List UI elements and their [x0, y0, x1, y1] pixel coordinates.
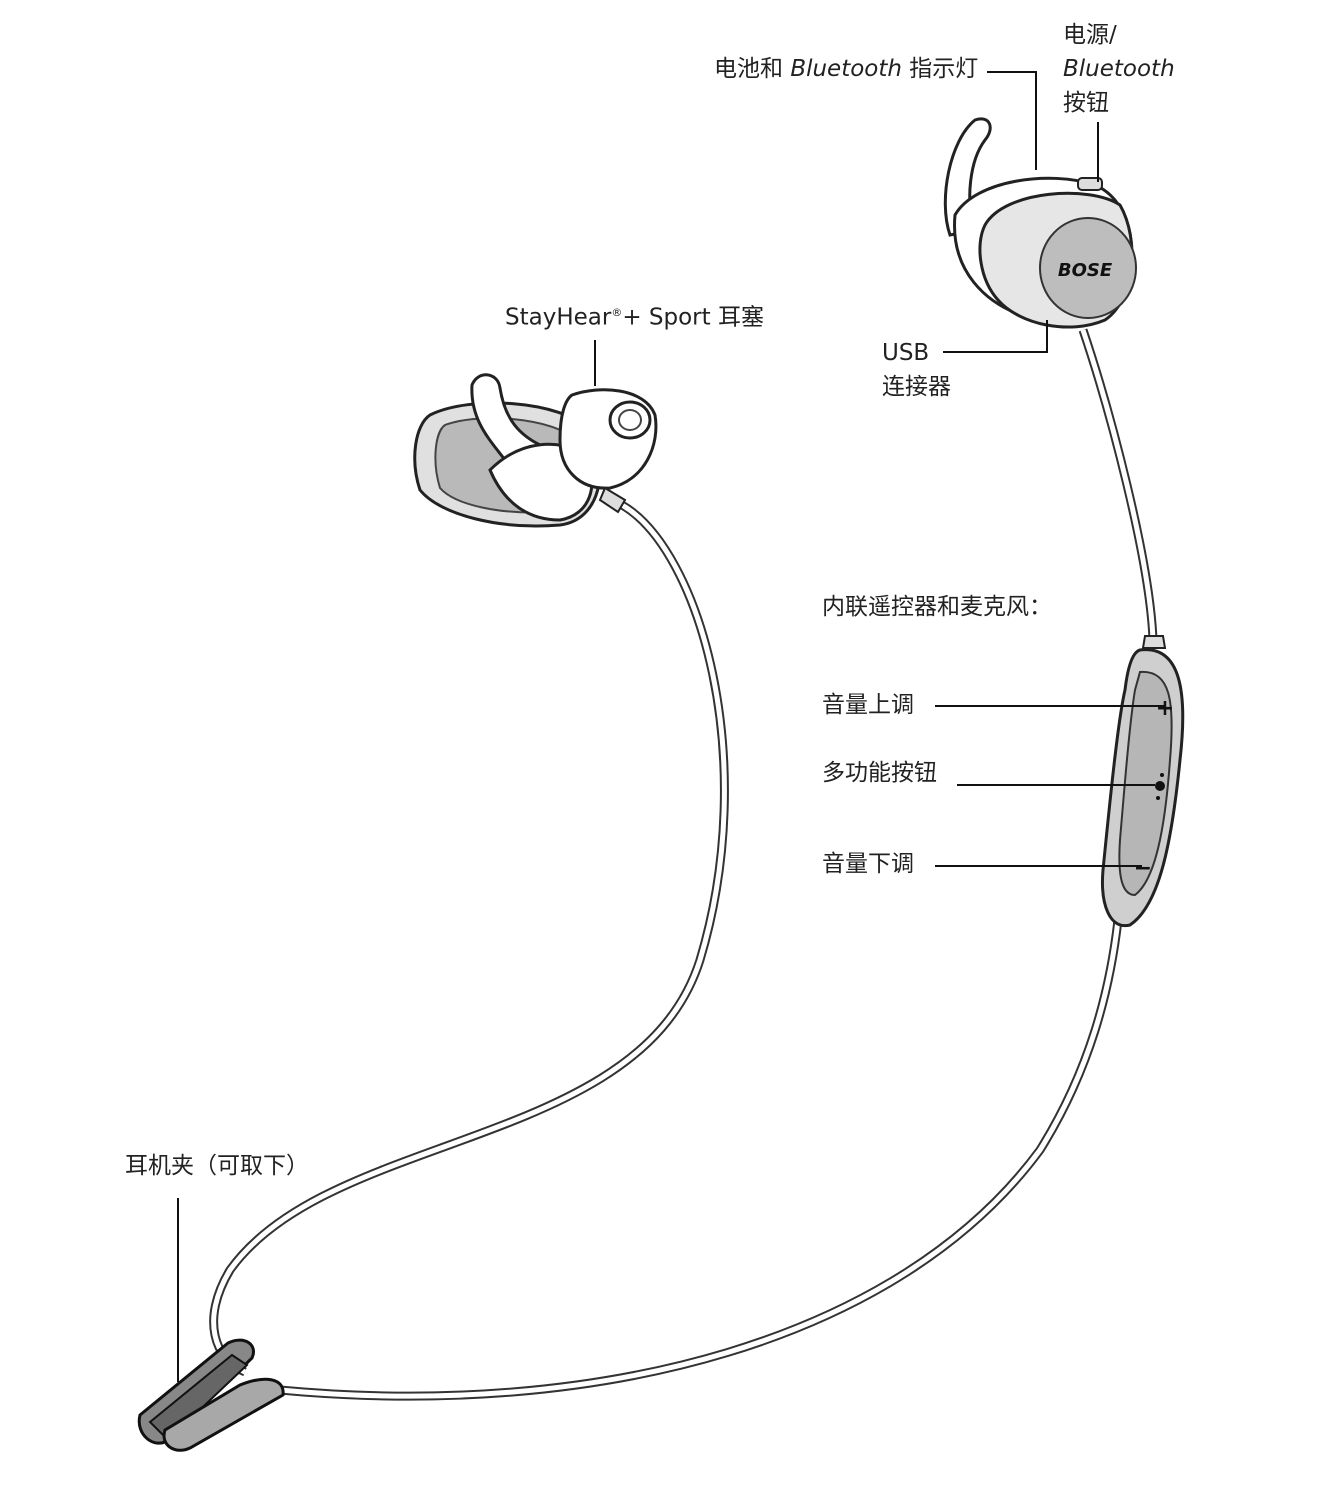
usb-connector-label: USB 连接器 [882, 340, 951, 400]
multifunction-button-label: 多功能按钮 [822, 760, 937, 786]
volume-up-label: 音量上调 [822, 692, 914, 718]
right-earbud: BOSE [943, 117, 1137, 329]
bose-logo: BOSE [1058, 260, 1113, 281]
earphone-clip [137, 1338, 285, 1452]
svg-text:−: − [1134, 856, 1152, 881]
inline-remote: + − [1100, 635, 1185, 928]
left-earbud [413, 373, 658, 528]
battery-bluetooth-indicator-label: 电池和 Bluetooth 指示灯 [714, 56, 979, 82]
power-bluetooth-button-label: 电源/ Bluetooth 按钮 [1063, 22, 1175, 116]
callout-lines [177, 71, 1165, 1382]
svg-text:+: + [1156, 696, 1174, 721]
eartip-label: StayHear®+ Sport 耳塞 [505, 304, 764, 331]
remote-mic-title: 内联遥控器和麦克风： [822, 594, 1052, 620]
left-cable [209, 501, 729, 1377]
right-cable-upper [1078, 328, 1158, 641]
clip-label: 耳机夹（可取下） [125, 1153, 309, 1179]
volume-down-label: 音量下调 [822, 851, 914, 877]
